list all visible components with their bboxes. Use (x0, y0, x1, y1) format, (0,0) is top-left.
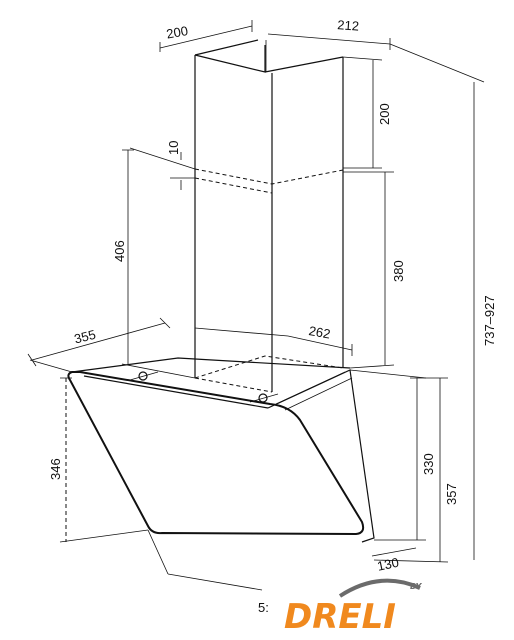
dim-front-height: 346 (48, 458, 63, 480)
dim-chimney-width: 200 (165, 23, 189, 42)
dim-upper-height: 200 (377, 103, 392, 125)
dim-inner-height: 330 (421, 453, 436, 475)
logo-by: BY (410, 582, 423, 591)
dim-bottom-width: 5: (258, 600, 269, 615)
dim-lower-height-right: 380 (391, 260, 406, 282)
dim-bottom-depth: 130 (376, 555, 400, 574)
dim-total-height: 737–927 (482, 295, 497, 346)
dim-mount-depth: 262 (308, 323, 332, 342)
logo-text: DRELI (284, 597, 396, 637)
dimension-labels: 200 212 200 10 406 380 737–927 355 262 3… (48, 17, 497, 615)
dim-hood-width: 355 (73, 327, 98, 347)
hood-body (67, 357, 375, 543)
chimney (194, 39, 344, 393)
dreli-logo: DRELI BY (284, 578, 423, 637)
dim-total-hood-height: 357 (444, 483, 459, 505)
dim-overlap: 10 (166, 141, 181, 155)
dim-lower-height-left: 406 (112, 240, 127, 262)
dimension-lines (27, 20, 485, 591)
dim-chimney-depth: 212 (337, 17, 360, 33)
